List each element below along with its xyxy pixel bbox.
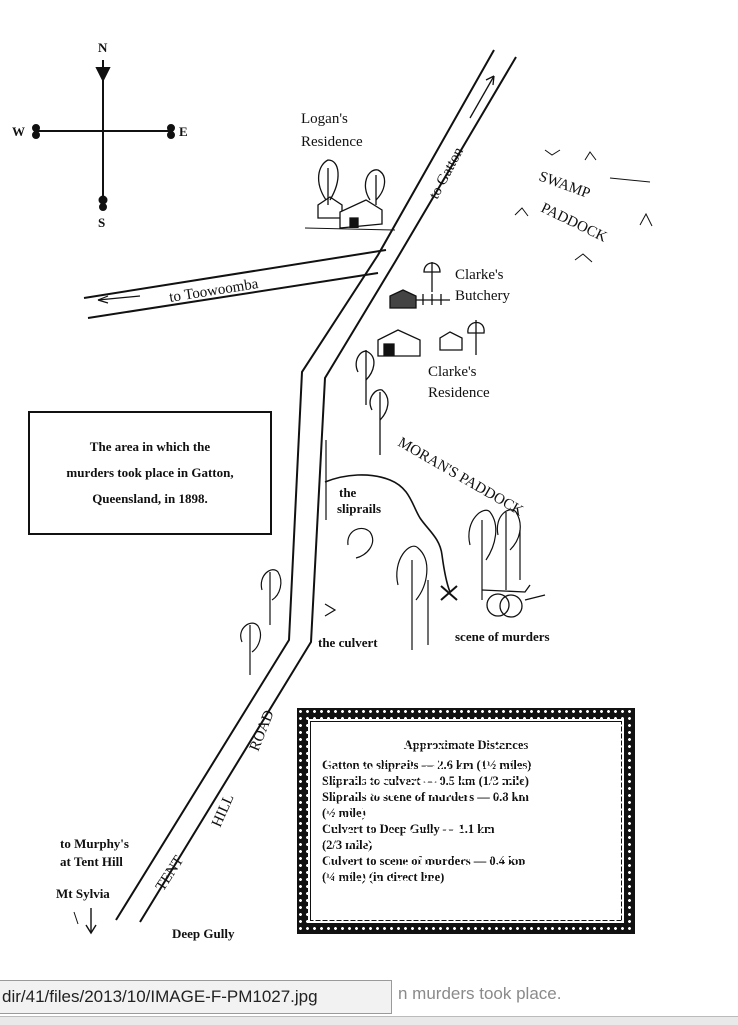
label-clarkes-residence-2: Residence (428, 385, 490, 401)
label-to-gatton: to Gatton (426, 144, 467, 202)
distances-box: Approximate Distances Gatton to sliprail… (297, 708, 635, 934)
clarkes-residence-drawing (355, 320, 485, 455)
label-scene-of-murders: scene of murders (455, 629, 550, 644)
distance-row: (½ mile) (322, 806, 366, 820)
compass-rose (32, 60, 175, 211)
compass-south: S (98, 215, 105, 230)
tent-hill-road (115, 49, 517, 923)
distance-row: Sliprails to scene of murders — 0.8 km (322, 790, 529, 804)
label-logans-residence-1: Logan's (301, 111, 348, 127)
info-box-line-1: The area in which the (89, 439, 211, 454)
label-clarkes-butchery-1: Clarke's (455, 267, 504, 283)
gatton-arrow (469, 75, 495, 119)
label-swamp: SWAMP (537, 169, 593, 202)
info-box-line-3: Queensland, in 1898. (92, 491, 208, 506)
compass-west: W (12, 124, 25, 139)
label-clarkes-butchery-2: Butchery (455, 288, 510, 304)
distance-row: (¼ mile) (in direct line) (322, 870, 445, 884)
info-box-line-2: murders took place in Gatton, (66, 465, 234, 480)
browser-tab-strip[interactable] (0, 1016, 738, 1025)
label-to-toowoomba: to Toowoomba (168, 276, 260, 306)
compass-north: N (98, 40, 108, 55)
link-url-tooltip: dir/41/files/2013/10/IMAGE-F-PM1027.jpg (0, 980, 392, 1014)
cart-drawing (481, 584, 546, 618)
swamp-drawing (514, 149, 653, 263)
label-culvert: the culvert (318, 635, 378, 650)
label-logans-residence-2: Residence (301, 134, 363, 150)
distance-row: Culvert to scene of murders — 0.4 km (322, 854, 526, 868)
compass-east: E (179, 124, 188, 139)
label-road-hill: HILL (209, 792, 238, 830)
label-mt-sylvia: Mt Sylvia (56, 886, 110, 901)
label-to-murphys-1: to Murphy's (60, 836, 129, 851)
label-clarkes-residence-1: Clarke's (428, 364, 477, 380)
page-caption-fragment: n murders took place. (398, 984, 562, 1003)
label-sliprails-1: the (339, 485, 357, 500)
label-to-murphys-2: at Tent Hill (60, 854, 123, 869)
distance-row: Sliprails to culvert — 0.5 km (1/3 mile) (322, 774, 529, 788)
label-road-road: ROAD (247, 708, 278, 754)
label-sliprails-2: sliprails (337, 501, 381, 516)
sliprails-track (324, 440, 458, 601)
distance-row: Culvert to Deep Gully — 1.1 km (322, 822, 495, 836)
mt-sylvia-arrow (73, 908, 97, 935)
scene-trees-drawing (240, 509, 521, 675)
label-deep-gully: Deep Gully (172, 926, 235, 941)
distance-row: Gatton to sliprails — 2.6 km (1½ miles) (322, 758, 532, 772)
toowoomba-road (83, 249, 387, 319)
clarkes-butchery-drawing (389, 262, 450, 309)
distances-title: Approximate Distances (403, 738, 529, 752)
logans-house-drawing (304, 159, 396, 231)
distance-row: (2/3 mile) (322, 838, 373, 852)
label-road-tent: TENT (153, 853, 187, 894)
map-info-box: The area in which the murders took place… (28, 411, 272, 535)
label-paddock: PADDOCK (538, 200, 609, 246)
